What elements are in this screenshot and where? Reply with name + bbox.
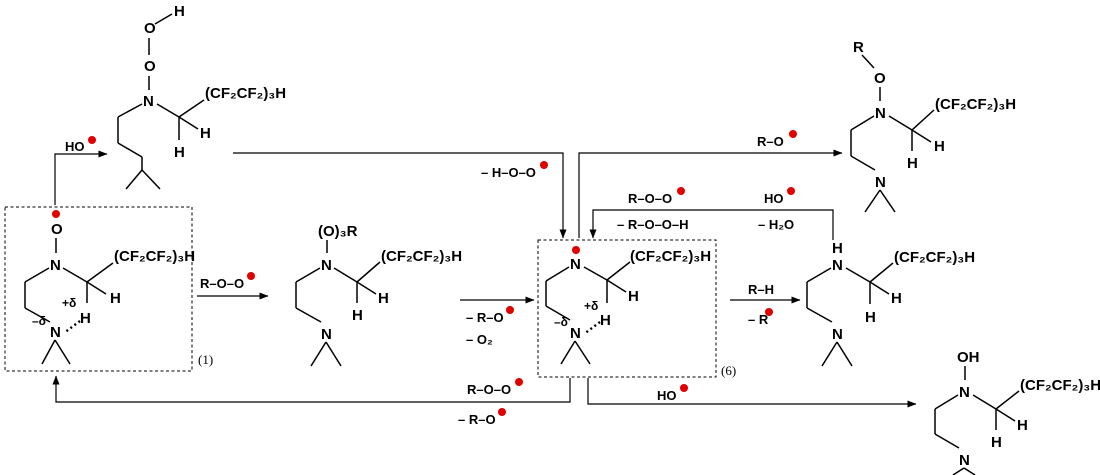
atom-n: N	[959, 384, 970, 401]
compound-1: O N N –δ (CF₂CF₂)₃H H +δ H (1)	[4, 206, 213, 372]
radical-dot	[572, 246, 580, 254]
radical-dot	[765, 308, 773, 316]
compound-6: N N –δ (CF₂CF₂)₃H H +δ H (6)	[537, 239, 736, 378]
reagent-hydroxyl: HO	[657, 388, 677, 403]
hydroxylamine-product: OH N N (CF₂CF₂)₃H H H	[934, 349, 1100, 475]
chain-label: (CF₂CF₂)₃H	[205, 85, 286, 102]
atom-n: N	[570, 256, 581, 273]
reagent-peroxyl: R–O–O	[628, 191, 672, 206]
reagent-peroxyl: R–O–O	[200, 276, 244, 291]
byproduct-water: – H₂O	[758, 217, 794, 232]
atom-n: N	[321, 257, 332, 274]
byproduct-alkoxyl: – R–O	[466, 310, 504, 325]
atom-r: R	[853, 39, 864, 56]
atom-n: N	[50, 257, 61, 274]
atom-n: N	[875, 105, 886, 122]
substituent-label: (O)₃R	[318, 223, 358, 240]
radical-dot	[789, 130, 797, 138]
byproduct-oxygen: – O₂	[466, 332, 493, 347]
chain-label: (CF₂CF₂)₃H	[894, 249, 975, 266]
chain-label: (CF₂CF₂)₃H	[381, 248, 462, 265]
atom-o: O	[144, 20, 156, 37]
reagent-hydrocarbon: R–H	[748, 282, 774, 297]
hydroxyl-label: OH	[957, 349, 980, 366]
atom-h: H	[832, 240, 843, 257]
atom-h: H	[352, 307, 363, 324]
atom-o: O	[144, 58, 156, 75]
atom-h: H	[628, 288, 639, 305]
byproduct-alkyl-radical: – R	[748, 312, 769, 327]
reaction-arrows	[52, 149, 917, 408]
radical-dot	[52, 210, 60, 218]
atom-h: H	[991, 434, 1002, 451]
atom-n: N	[570, 325, 581, 342]
radical-dot	[787, 187, 795, 195]
reaction-conditions: HO – H–O–O R–O R–O–O – R–O–O–H HO – H₂O …	[65, 130, 797, 427]
atom-o: O	[874, 70, 886, 87]
atom-n: N	[832, 326, 843, 343]
arrow-to-hydroperoxide	[54, 150, 108, 205]
hydroperoxide-amine: H O O N (CF₂CF₂)₃H H H	[117, 3, 286, 190]
atom-h: H	[1017, 417, 1028, 434]
arrow-amine-to-6	[589, 209, 834, 240]
radical-dot	[540, 161, 548, 169]
atom-n: N	[321, 326, 332, 343]
atom-h: H	[200, 125, 211, 142]
reagent-hydroxyl: HO	[764, 191, 784, 206]
atom-h: H	[907, 155, 918, 172]
byproduct-hydroperoxide: – R–O–O–H	[617, 217, 689, 232]
radical-dot	[515, 378, 523, 386]
peroxy-adduct-amine: (O)₃R N N (CF₂CF₂)₃H H H	[295, 223, 462, 367]
byproduct-alkoxyl: – R–O	[458, 412, 496, 427]
atom-h: H	[110, 290, 121, 307]
arrow-6-to-1	[52, 375, 571, 403]
secondary-amine-product: H N N (CF₂CF₂)₃H H H	[806, 240, 975, 367]
radical-dot	[677, 187, 685, 195]
atom-n: N	[143, 93, 154, 110]
arrow-6-to-alkoxyamine	[578, 149, 843, 238]
radical-dot	[498, 408, 506, 416]
atom-h: H	[174, 144, 185, 161]
arrow-6-to-hydroxylamine	[587, 378, 917, 408]
atom-n: N	[959, 452, 970, 469]
partial-negative-charge: –δ	[32, 314, 46, 328]
reagent-alkoxyl: R–O	[757, 134, 784, 149]
atom-h: H	[174, 3, 185, 20]
chain-label: (CF₂CF₂)₃H	[114, 248, 195, 265]
atom-h: H	[378, 290, 389, 307]
hydrogen-bond	[63, 320, 81, 334]
chain-label: (CF₂CF₂)₃H	[630, 248, 711, 265]
compound-number: (6)	[721, 363, 736, 378]
partial-positive-charge: +δ	[584, 299, 598, 313]
atom-h: H	[865, 309, 876, 326]
radical-dot	[680, 384, 688, 392]
atom-h: H	[934, 138, 945, 155]
compound-number: (1)	[198, 352, 213, 367]
hydrogen-bond	[583, 321, 601, 335]
byproduct-hydroperoxyl: – H–O–O	[481, 165, 536, 180]
partial-negative-charge: –δ	[554, 315, 568, 329]
chain-label: (CF₂CF₂)₃H	[935, 96, 1016, 113]
radical-dot	[88, 136, 96, 144]
reagent-peroxyl: R–O–O	[467, 382, 511, 397]
compound-1-box	[4, 206, 193, 372]
chain-label: (CF₂CF₂)₃H	[1020, 377, 1100, 394]
atom-h: H	[600, 312, 611, 329]
atom-n: N	[832, 257, 843, 274]
atom-n: N	[50, 324, 61, 341]
atom-o: O	[51, 221, 63, 238]
atom-n: N	[875, 174, 886, 191]
partial-positive-charge: +δ	[62, 296, 76, 310]
arrow-hydroperoxide-to-6	[233, 152, 567, 239]
radical-dot	[506, 306, 514, 314]
atom-h: H	[891, 290, 902, 307]
reagent-hydroxyl: HO	[65, 139, 85, 154]
alkoxyamine-product: R O N N (CF₂CF₂)₃H H H	[850, 39, 1016, 213]
atom-h: H	[80, 310, 91, 327]
compound-6-box	[537, 239, 717, 378]
radical-dot	[247, 272, 255, 280]
